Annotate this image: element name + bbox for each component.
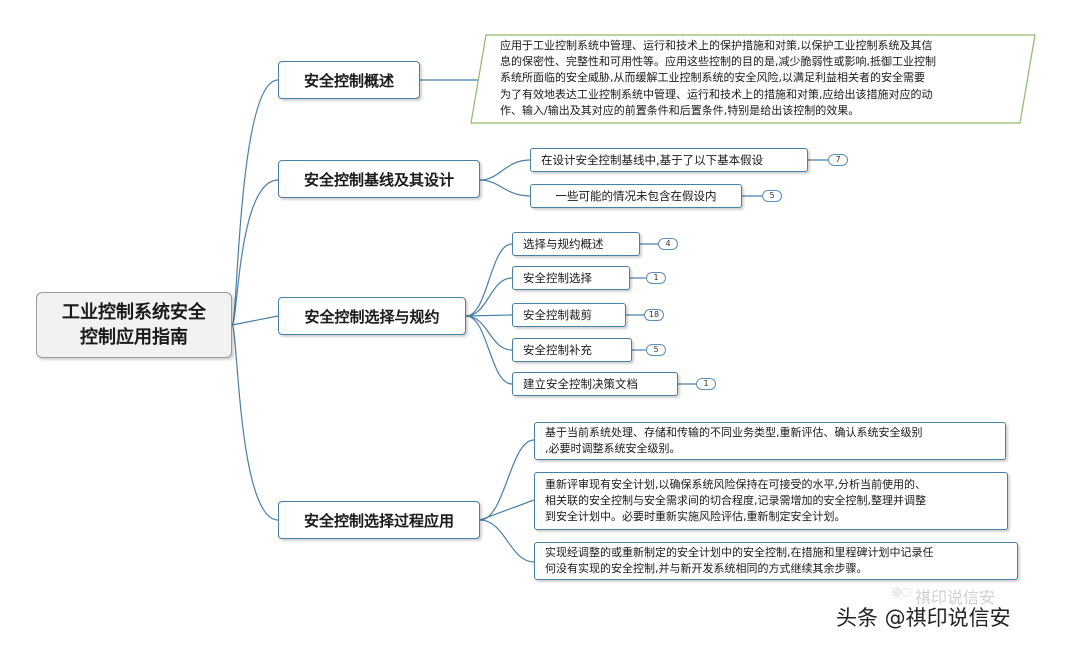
overview-note[interactable]: 应用于工业控制系统中管理、运行和技术上的保护措施和对策,以保护工业控制系统及其信…	[470, 34, 1036, 124]
process-item-implement[interactable]: 实现经调整的或重新制定的安全计划中的安全控制,在措施和里程碑计划中记录任 何没有…	[534, 542, 1018, 580]
overview-line: 应用于工业控制系统中管理、运行和技术上的保护措施和对策,以保护工业控制系统及其信	[500, 39, 933, 52]
selection-item-label: 安全控制选择	[523, 271, 592, 285]
selection-item-label: 选择与规约概述	[523, 237, 604, 251]
branch-selection-label: 安全控制选择与规约	[304, 307, 440, 326]
watermark-faint: 祺印说信安	[915, 588, 996, 607]
process-line: 何没有实现的安全控制,并与新开发系统相同的方式继续其余步骤。	[545, 562, 868, 575]
branch-baseline[interactable]: 安全控制基线及其设计	[278, 160, 480, 198]
overview-line: 息的保密性、完整性和可用性等。应用这些控制的目的是,减少脆弱性或影响,抵御工业控…	[500, 55, 936, 69]
process-item-review-plan[interactable]: 重新评审现有安全计划,以确保系统风险保持在可接受的水平,分析当前使用的、 相关联…	[534, 472, 1008, 530]
process-item-reassess[interactable]: 基于当前系统处理、存储和传输的不同业务类型,重新评估、确认系统安全级别 ,必要时…	[534, 422, 1006, 460]
process-line: 到安全计划中。必要时重新实施风险评估,重新制定安全计划。	[545, 510, 846, 523]
branch-process-label: 安全控制选择过程应用	[303, 511, 454, 530]
selection-item-label: 建立安全控制决策文档	[523, 377, 638, 391]
root-title-line1: 工业控制系统安全	[62, 302, 206, 323]
selection-item-label: 安全控制裁剪	[523, 308, 592, 322]
branch-process[interactable]: 安全控制选择过程应用	[278, 501, 480, 539]
process-line: ,必要时调整系统安全级别。	[545, 442, 681, 455]
process-line: 重新评审现有安全计划,以确保系统风险保持在可接受的水平,分析当前使用的、	[545, 478, 926, 491]
overview-note-frame	[470, 34, 1036, 124]
selection-item-tailor[interactable]: 安全控制裁剪	[512, 303, 626, 327]
watermark-main: 头条 @祺印说信安	[836, 606, 1011, 630]
collapsed-count-badge[interactable]: 7	[828, 154, 848, 166]
baseline-item-label: 在设计安全控制基线中,基于了以下基本假设	[541, 153, 764, 167]
collapsed-count-badge[interactable]: 1	[646, 272, 666, 284]
overview-line: 作、输入/输出及其对应的前置条件和后置条件,特别是给出该控制的效果。	[500, 103, 860, 117]
process-line: 实现经调整的或重新制定的安全计划中的安全控制,在措施和里程碑计划中记录任	[545, 546, 934, 559]
overview-text: 应用于工业控制系统中管理、运行和技术上的保护措施和对策,以保护工业控制系统及其信…	[500, 38, 1020, 119]
wechat-icon: ◎◌	[892, 585, 912, 598]
collapsed-count-badge[interactable]: 18	[644, 309, 664, 321]
branch-overview[interactable]: 安全控制概述	[278, 61, 420, 99]
branch-baseline-label: 安全控制基线及其设计	[303, 170, 454, 189]
root-title-line2: 控制应用指南	[80, 327, 188, 348]
collapsed-count-badge[interactable]: 5	[762, 190, 782, 202]
baseline-item-excluded[interactable]: 一些可能的情况未包含在假设内	[530, 184, 742, 208]
overview-line: 为了有效地表达工业控制系统中管理、运行和技术上的措施和对策,应给出该措施对应的动	[500, 87, 933, 101]
baseline-item-label: 一些可能的情况未包含在假设内	[555, 189, 717, 203]
selection-item-decision-doc[interactable]: 建立安全控制决策文档	[512, 372, 678, 396]
collapsed-count-badge[interactable]: 4	[658, 238, 678, 250]
baseline-item-assumptions[interactable]: 在设计安全控制基线中,基于了以下基本假设	[530, 148, 808, 172]
collapsed-count-badge[interactable]: 5	[646, 344, 666, 356]
selection-item-choose[interactable]: 安全控制选择	[512, 266, 630, 290]
selection-item-overview[interactable]: 选择与规约概述	[512, 232, 640, 256]
root-topic[interactable]: 工业控制系统安全 控制应用指南	[36, 292, 232, 358]
selection-item-label: 安全控制补充	[523, 343, 592, 357]
selection-item-supplement[interactable]: 安全控制补充	[512, 338, 632, 362]
branch-overview-label: 安全控制概述	[303, 71, 394, 90]
collapsed-count-badge[interactable]: 1	[696, 378, 716, 390]
process-line: 相关联的安全控制与安全需求间的切合程度,记录需增加的安全控制,整理并调整	[545, 494, 926, 507]
overview-line: 系统所面临的安全威胁,从而缓解工业控制系统的安全风险,以满足利益相关者的安全需要	[500, 71, 925, 85]
branch-selection[interactable]: 安全控制选择与规约	[278, 297, 466, 335]
process-line: 基于当前系统处理、存储和传输的不同业务类型,重新评估、确认系统安全级别	[545, 426, 923, 439]
